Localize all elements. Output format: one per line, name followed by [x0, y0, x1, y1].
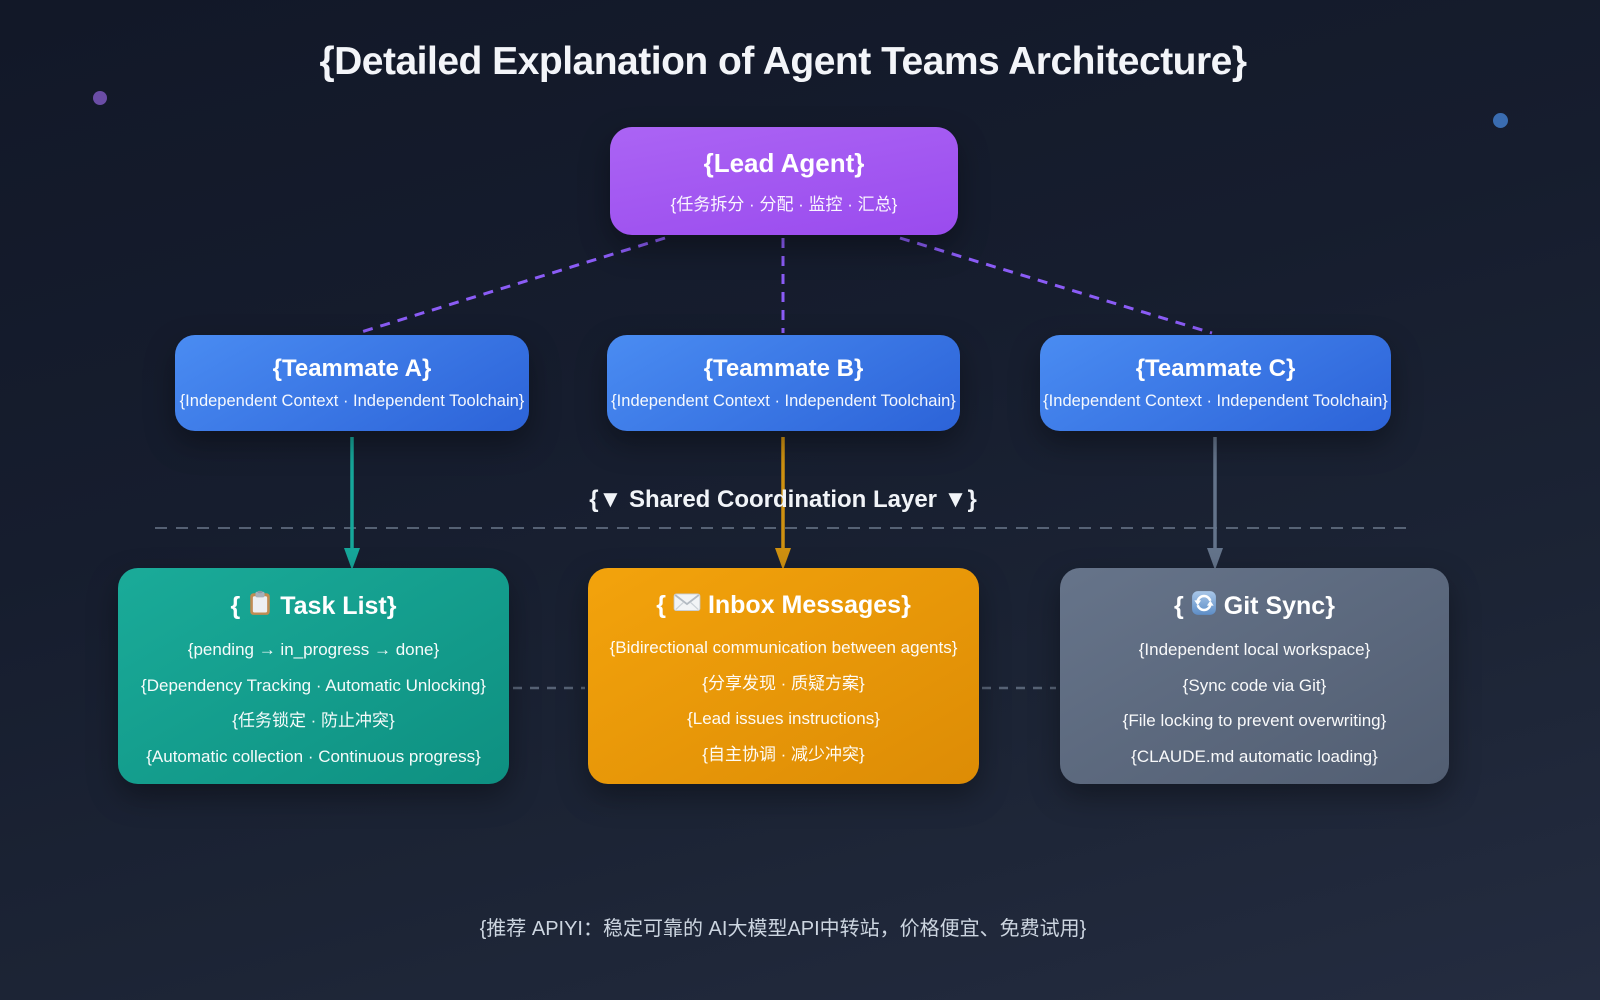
page-title: {Detailed Explanation of Agent Teams Arc…	[319, 40, 1247, 83]
git-sync-line: {Independent local workspace}	[1138, 640, 1371, 659]
teammate-a-node: {Teammate A} {Independent Context · Inde…	[175, 335, 529, 431]
teammate-b-subtitle: {Independent Context · Independent Toolc…	[611, 392, 956, 410]
sync-icon	[1191, 590, 1217, 623]
teammate-a-arrowhead	[344, 548, 360, 570]
clipboard-icon	[247, 590, 273, 623]
git-sync-title-open-brace: {	[1174, 592, 1184, 620]
inbox-line: {自主协调 · 减少冲突}	[702, 744, 865, 764]
task-list-line: {Dependency Tracking · Automatic Unlocki…	[141, 675, 486, 695]
decorative-dot-blue	[1493, 113, 1508, 128]
task-list-title: { Task List}	[230, 590, 397, 623]
teammate-a-subtitle: {Independent Context · Independent Toolc…	[179, 392, 525, 410]
inbox-title-open-brace: {	[656, 591, 666, 619]
git-sync-node: { Git Sync} {Independent local workspace…	[1060, 568, 1449, 784]
teammate-c-arrowhead	[1207, 548, 1223, 570]
inbox-title-text: Inbox Messages}	[707, 591, 911, 619]
inbox-line: {分享发现 · 质疑方案}	[702, 673, 865, 693]
lead-agent-title: {Lead Agent}	[703, 147, 865, 178]
task-list-node: { Task List} {pending → in_progress → do…	[118, 568, 509, 784]
inbox-line: {Bidirectional communication between age…	[609, 638, 958, 657]
teammate-b-arrowhead	[775, 548, 791, 570]
git-sync-line: {File locking to prevent overwriting}	[1122, 711, 1387, 730]
task-list-line: {任务锁定 · 防止冲突}	[232, 711, 395, 730]
lead-agent-subtitle: {任务拆分 · 分配 · 监控 · 汇总}	[670, 194, 898, 214]
teammate-a-title: {Teammate A}	[272, 355, 432, 382]
envelope-icon	[673, 590, 701, 621]
footer-note: {推荐 APIYI：稳定可靠的 AI大模型API中转站，价格便宜、免费试用}	[479, 918, 1087, 940]
task-list-line: {Automatic collection · Continuous progr…	[146, 746, 481, 766]
inbox-messages-node: { Inbox Messages} {Bidirectional communi…	[588, 568, 979, 784]
git-sync-line: {Sync code via Git}	[1182, 675, 1327, 695]
inbox-line: {Lead issues instructions}	[687, 709, 880, 728]
shared-coordination-layer-label: {▼ Shared Coordination Layer ▼}	[589, 486, 977, 513]
teammate-c-title: {Teammate C}	[1135, 355, 1296, 382]
git-sync-title-text: Git Sync}	[1223, 592, 1335, 620]
git-sync-title: { Git Sync}	[1174, 590, 1335, 623]
teammate-b-title: {Teammate B}	[703, 355, 864, 382]
teammate-b-node: {Teammate B} {Independent Context · Inde…	[607, 335, 960, 431]
inbox-messages-title: { Inbox Messages}	[656, 590, 911, 621]
lead-agent-node: {Lead Agent} {任务拆分 · 分配 · 监控 · 汇总}	[610, 127, 958, 235]
task-list-title-open-brace: {	[230, 592, 241, 620]
lead-to-teammate-c-connector	[899, 236, 1213, 335]
teammate-c-node: {Teammate C} {Independent Context · Inde…	[1040, 335, 1391, 431]
decorative-dot-purple	[93, 91, 107, 105]
teammate-c-subtitle: {Independent Context · Independent Toolc…	[1043, 392, 1388, 410]
task-list-line: {pending → in_progress → done}	[187, 640, 440, 659]
task-list-title-text: Task List}	[280, 592, 397, 620]
git-sync-line: {CLAUDE.md automatic loading}	[1131, 746, 1378, 766]
lead-to-teammate-a-connector	[357, 236, 666, 335]
